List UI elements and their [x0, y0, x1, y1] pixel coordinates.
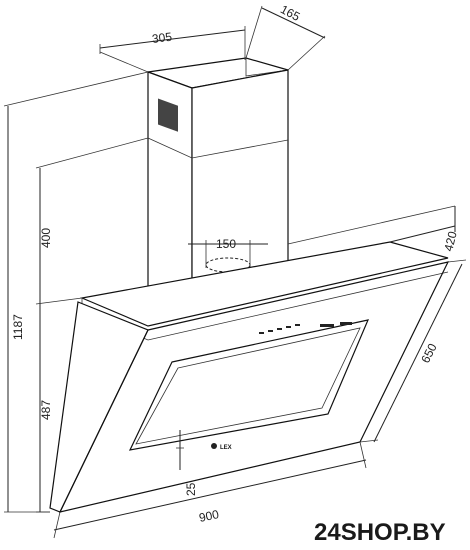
brand-logo-text: LEX [220, 445, 232, 451]
dim-hood-depth: 420 [441, 230, 460, 253]
dim-chimney-height: 400 [39, 228, 53, 248]
dim-chimney-depth: 165 [278, 2, 303, 24]
dim-hood-height: 487 [39, 400, 53, 420]
dimension-lines [3, 5, 467, 539]
dim-total-height: 1187 [11, 314, 25, 340]
dim-glass-offset: 25 [184, 482, 198, 496]
dim-hood-width: 900 [198, 507, 221, 525]
hood-body: LEX [49, 241, 450, 513]
shop-watermark: 24SHOP.BY [314, 519, 446, 546]
inner-window [128, 319, 370, 451]
dim-chimney-width: 305 [151, 30, 173, 46]
vent-grille [158, 98, 178, 132]
dim-glass-diagonal: 650 [418, 341, 440, 365]
brand-logo: LEX [211, 443, 232, 451]
control-buttons [259, 322, 352, 334]
dim-outlet-diameter: 150 [216, 237, 236, 251]
